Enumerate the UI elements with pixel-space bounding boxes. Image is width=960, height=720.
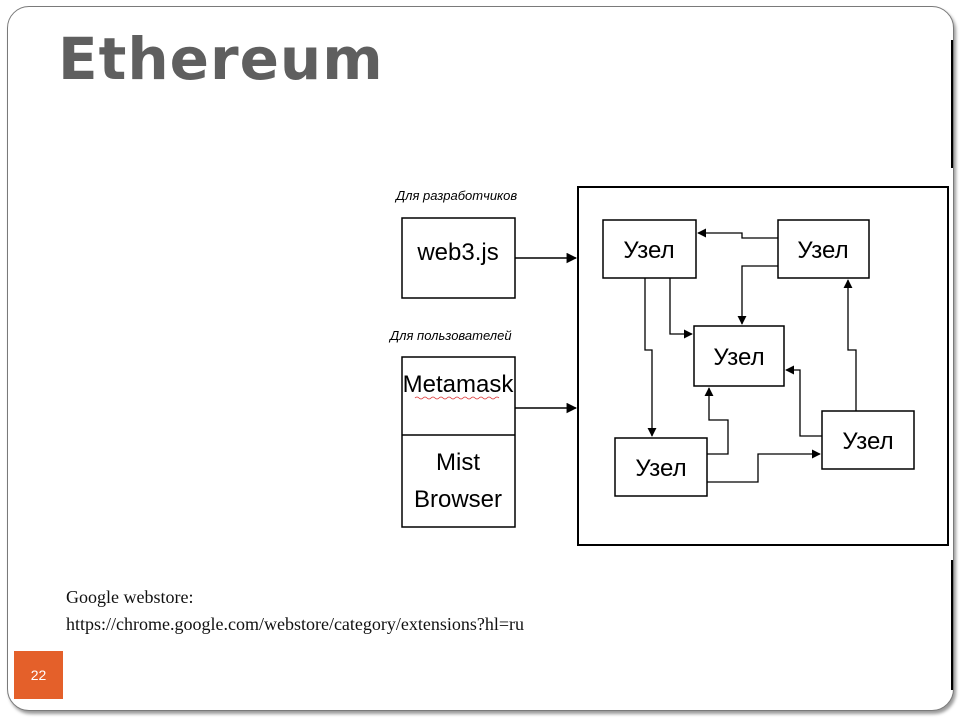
node-top-right [777,219,870,279]
users-label: Для пользователей [388,328,512,343]
network-container [577,186,949,546]
client-box [401,356,516,528]
mist-label-line1: Mist [436,449,480,476]
webstore-url[interactable]: https://chrome.google.com/webstore/categ… [66,614,525,634]
page-number-badge: 22 [14,651,63,699]
metamask-label: Metamask [403,371,515,398]
webstore-note-label: Google webstore: [66,587,194,607]
developers-label: Для разработчиков [394,188,517,203]
node-label: Узел [842,428,893,455]
node-center [693,325,785,387]
mist-label-line2: Browser [414,486,502,513]
slide-title: Ethereum [58,25,384,93]
node-label: Узел [635,455,686,482]
spellcheck-underline [414,396,500,400]
node-top-left [602,219,697,279]
node-connectors [644,228,857,483]
web3-label: web3.js [416,239,498,266]
webstore-note: Google webstore: https://chrome.google.c… [66,584,524,638]
node-bottom-left [614,437,708,497]
node-label: Узел [623,237,674,264]
node-bottom-right [821,410,915,470]
node-label: Узел [797,237,848,264]
node-label: Узел [713,344,764,371]
